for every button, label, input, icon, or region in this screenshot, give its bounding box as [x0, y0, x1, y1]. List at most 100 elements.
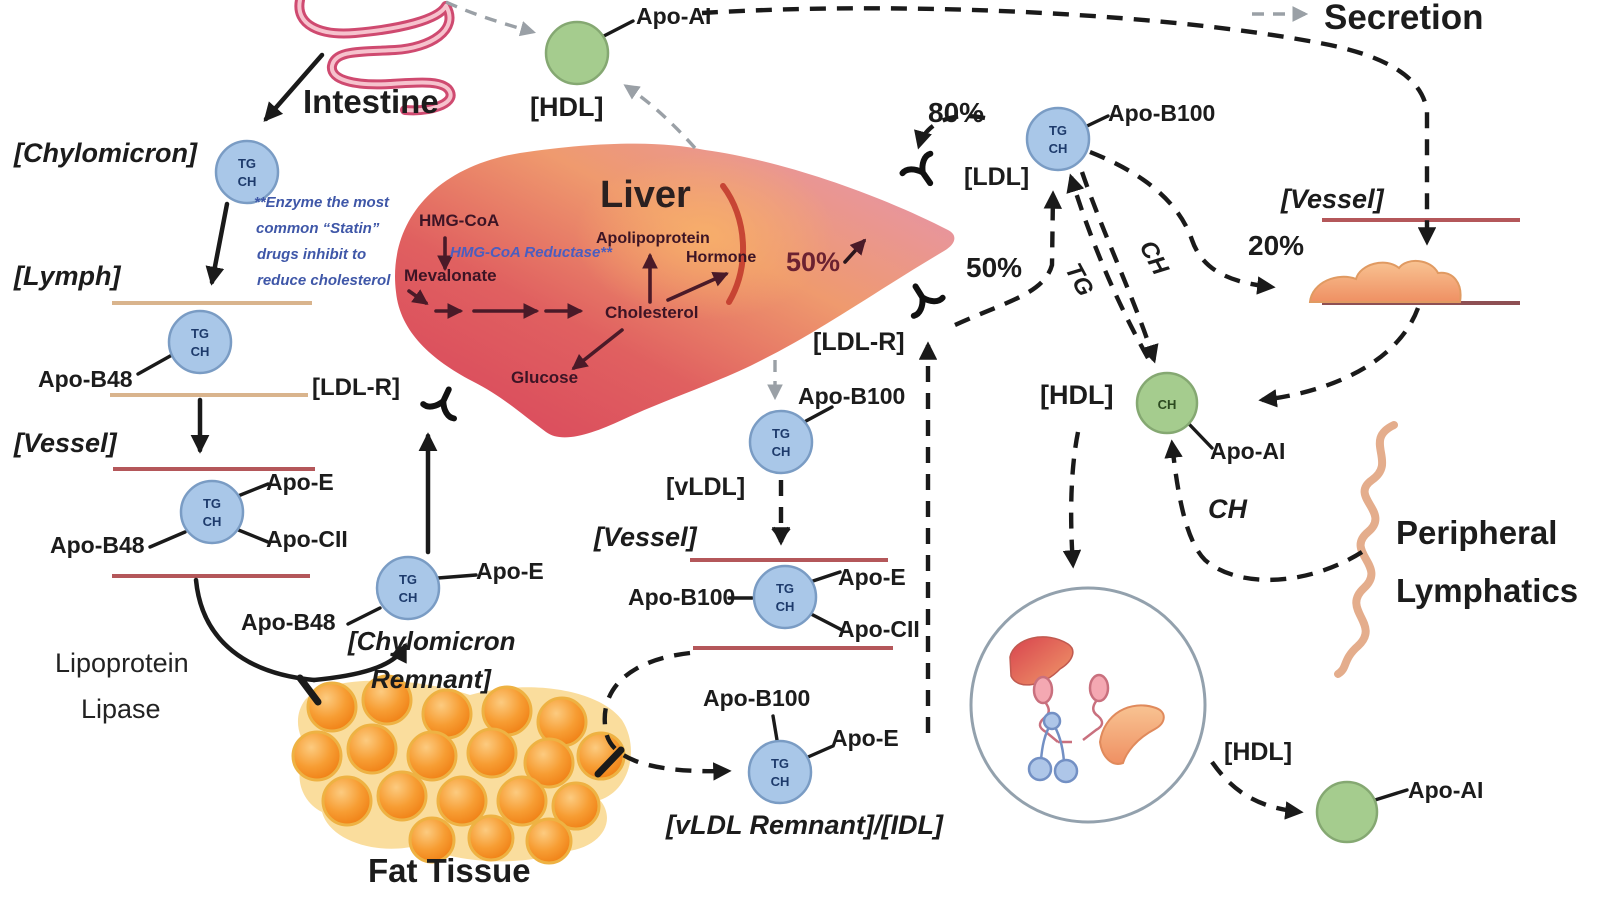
chylomicron-remnant-particle: [375, 555, 441, 621]
ldl-receptor-icon-right: [901, 277, 943, 316]
arrow-intestine-to-chylomicron: [263, 52, 325, 122]
particle-ch-label: CH: [772, 444, 791, 459]
particle-tg-label: TG: [772, 426, 790, 441]
liver-label: Liver: [600, 174, 691, 216]
ldl-label: [LDL]: [964, 163, 1030, 191]
hdl-particle-bottom: [1315, 780, 1379, 844]
particle-tg-label: TG: [203, 496, 221, 511]
path-organs-to-hdl: [1210, 760, 1304, 820]
lipoprotein-lipase-label-line1: Lipoprotein: [55, 648, 189, 678]
glucose-label: Glucose: [511, 368, 579, 387]
particle-ch-label: CH: [203, 514, 222, 529]
lipoprotein-lipase-label-line2: Lipase: [81, 694, 161, 724]
intestine-shape: [294, 0, 456, 116]
ldl-r-label-left: [LDL-R]: [312, 374, 400, 401]
particle-ch-label: CH: [238, 174, 257, 189]
ch-peripheral-label: CH: [1208, 494, 1247, 524]
double-chevron: [771, 526, 791, 542]
vessel-compartment-label-center: [Vessel]: [594, 522, 697, 552]
label-connectors: [136, 19, 1409, 802]
chylomicron-particle: [214, 139, 280, 205]
apo-e-label-vessel-center: Apo-E: [838, 564, 906, 590]
particle-tg-label: TG: [191, 326, 209, 341]
idl-particle: [747, 739, 813, 805]
statin-note-line3: drugs inhibit to: [257, 246, 367, 263]
apo-b48-label-vessel-left: Apo-B48: [50, 532, 145, 558]
vldl-particle: [748, 409, 814, 475]
fat-tick-left: [296, 674, 322, 706]
statin-note-line4: reduce cholesterol: [257, 272, 391, 289]
hmg-coa-label: HMG-CoA: [419, 211, 500, 230]
path-plaque-to-hdl: [1258, 307, 1421, 408]
apo-b100-label-vessel-center: Apo-B100: [628, 584, 736, 610]
lymph-compartment-label: [Lymph]: [14, 261, 121, 291]
path-hdl-to-organs: [1062, 431, 1082, 569]
path-tg-transfer-to-ldl: [1066, 173, 1150, 360]
solid-arrows: [136, 19, 1409, 802]
steroidogenic-organs-circle: [969, 586, 1207, 824]
peripheral-lymphatics-label-line1: Peripheral: [1396, 514, 1558, 551]
fat-tissue-shape: [291, 674, 631, 865]
lipoprotein-particles: TG CH TG CH TG CH TG CH TG CH TG CH TG C…: [167, 20, 1379, 844]
vldl-remnant-idl-label: [vLDL Remnant]/[IDL]: [666, 810, 943, 840]
apo-b100-label-idl: Apo-B100: [703, 685, 811, 711]
apo-ai-label-bottom: Apo-AI: [1408, 777, 1484, 803]
path-ldl-20pct-to-plaque: [1089, 149, 1276, 295]
spleen-icon: [1098, 704, 1165, 765]
path-ldl-80pct-to-liver: [914, 113, 986, 150]
hdl-label-bottom: [HDL]: [1224, 738, 1293, 766]
lipase-curve: [193, 577, 317, 683]
adrenal-icon: [1027, 711, 1079, 784]
apo-b48-label-lymph: Apo-B48: [38, 366, 133, 392]
particle-tg-label: TG: [238, 156, 256, 171]
peripheral-lymphatics-label-line2: Lymphatics: [1396, 572, 1579, 609]
apo-ai-label-top: Apo-AI: [636, 3, 712, 29]
mini-liver-icon: [1009, 636, 1074, 686]
path-idl-50pct-to-ldl: [954, 190, 1063, 327]
pct-20-label: 20%: [1248, 230, 1305, 261]
ldl-receptor-icon-left: [423, 382, 464, 419]
vessel-vldl-particle: [752, 564, 818, 630]
ldl-r-label-right: [LDL-R]: [813, 328, 905, 356]
secretion-arrows: [445, 0, 1309, 401]
particle-ch-label: CH: [771, 774, 790, 789]
particle-ch-label: CH: [191, 344, 210, 359]
apo-cii-label-vessel-center: Apo-CII: [838, 616, 920, 642]
hdl-ch-label: CH: [1158, 397, 1177, 412]
chylomicron-compartment-label: [Chylomicron]: [14, 138, 198, 168]
path-apoai-to-right-vessel: [701, 6, 1437, 246]
statin-note-line2: common “Statin”: [256, 220, 380, 237]
hdl-label-top: [HDL]: [530, 92, 604, 122]
liver-lobe-arc: [720, 183, 746, 305]
pct-50-liver-label: 50%: [786, 247, 841, 277]
fat-tissue-label: Fat Tissue: [368, 852, 531, 889]
cholesterol-label: Cholesterol: [605, 303, 699, 322]
apo-b100-label-vldl: Apo-B100: [798, 383, 906, 409]
particle-tg-label: TG: [1049, 123, 1067, 138]
compartment-lines: [110, 218, 1520, 650]
ldl-particle: [1025, 106, 1091, 172]
peripheral-lymphatics-shape: [1334, 421, 1398, 678]
transport-paths: [602, 6, 1437, 820]
particle-tg-label: TG: [776, 581, 794, 596]
secretion-legend-label: Secretion: [1324, 0, 1484, 37]
hdl-label-mid: [HDL]: [1040, 380, 1114, 410]
hdl-particle-top: [544, 20, 610, 86]
reproductive-glands-icon: [1032, 673, 1110, 744]
plaque-shape: [1308, 260, 1462, 303]
apo-b48-label-remnant: Apo-B48: [241, 609, 336, 635]
vessel-compartment-label-left: [Vessel]: [14, 428, 117, 458]
apo-e-label-idl: Apo-E: [831, 725, 899, 751]
secretion-arrow-liver-to-hdl: [623, 84, 697, 150]
liver-pathway-arrows: [407, 236, 867, 370]
apo-ai-label-mid: Apo-AI: [1210, 438, 1286, 464]
apo-e-label-remnant: Apo-E: [476, 558, 544, 584]
chylomicron-remnant-label-line1: [Chylomicron: [348, 626, 516, 656]
arrow-lipase-to-remnant: [311, 642, 408, 683]
apo-e-label-vessel-left: Apo-E: [266, 469, 334, 495]
hdl-particle-mid: [1135, 371, 1199, 435]
pct-80-label: 80%: [928, 97, 985, 128]
arrow-chylomicron-to-lymph: [205, 201, 230, 286]
